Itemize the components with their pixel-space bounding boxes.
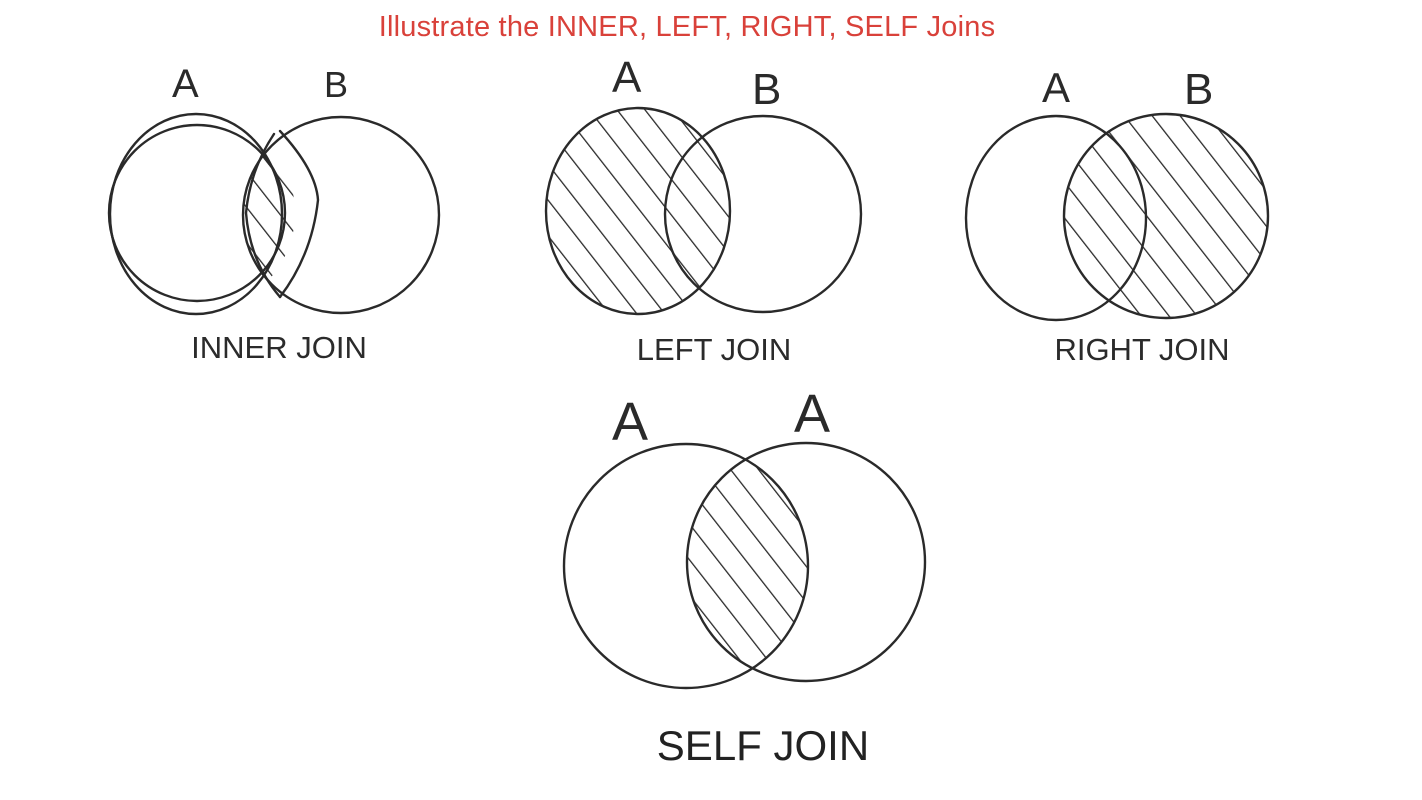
page-title: Illustrate the INNER, LEFT, RIGHT, SELF … — [378, 11, 996, 43]
right-join-shaded-region — [1064, 114, 1268, 318]
left-join-set-a-circle — [544, 106, 732, 316]
right-join-set-a-circle — [964, 114, 1148, 322]
inner-join-set-b-circle — [241, 115, 441, 315]
right-join-diagram — [964, 112, 1270, 322]
left-join-caption: LEFT JOIN — [636, 332, 792, 367]
right-join-label-a: A — [1042, 64, 1070, 111]
left-join-label-a: A — [612, 53, 642, 102]
self-join-label-right: A — [794, 384, 830, 444]
self-join-shaded-region — [687, 444, 808, 681]
left-join-shaded-region — [546, 108, 730, 314]
left-join-label-b: B — [752, 65, 781, 114]
self-join-caption: SELF JOIN — [656, 722, 870, 769]
right-join-label-b: B — [1184, 65, 1213, 114]
self-join-set-a-circle — [562, 442, 810, 690]
self-join-set-a2-circle — [685, 441, 927, 683]
self-join-label-left: A — [612, 392, 648, 452]
inner-join-label-a: A — [172, 62, 199, 106]
left-join-set-b-circle — [663, 114, 863, 314]
inner-join-label-b: B — [324, 64, 348, 105]
inner-join-diagram — [107, 112, 441, 316]
inner-join-caption: INNER JOIN — [191, 330, 367, 365]
left-join-diagram — [544, 106, 863, 316]
self-join-diagram — [562, 441, 927, 690]
right-join-set-b-circle — [1062, 112, 1270, 320]
right-join-caption: RIGHT JOIN — [1054, 332, 1230, 367]
